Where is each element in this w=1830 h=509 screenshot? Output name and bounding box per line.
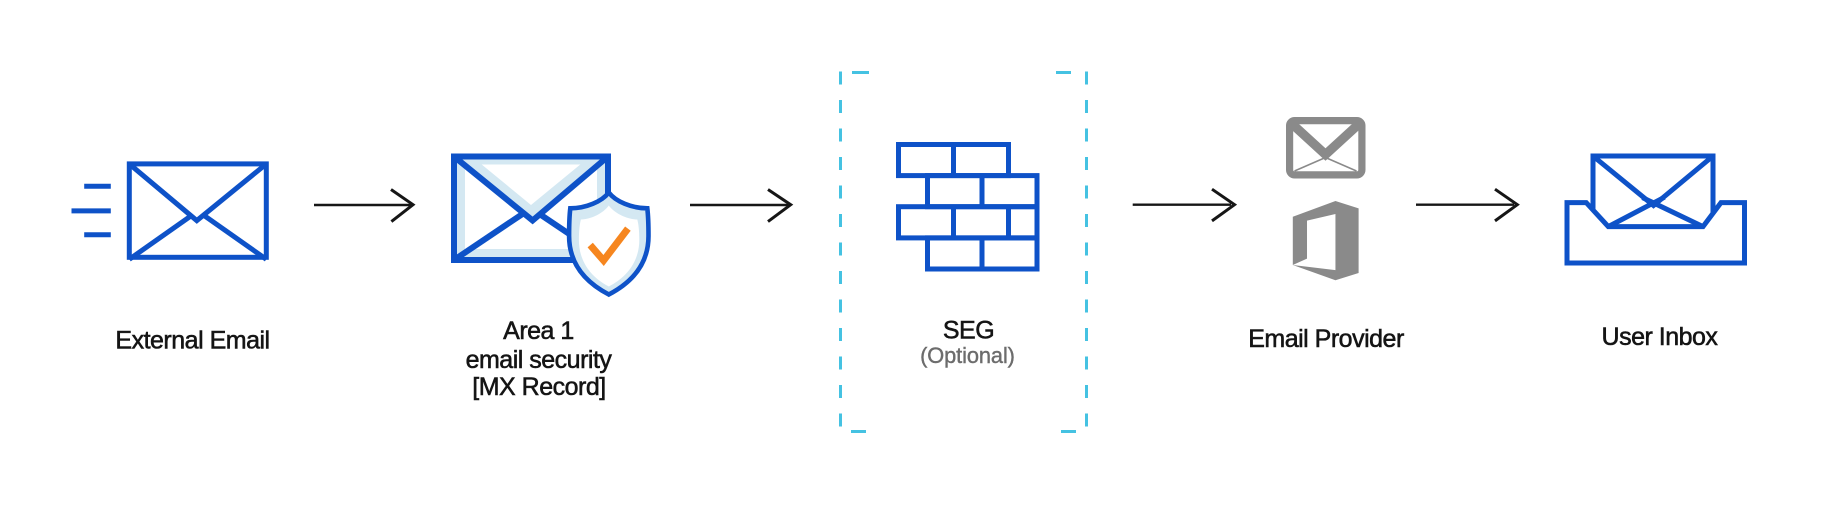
svg-text:External Email: External Email bbox=[115, 327, 269, 355]
svg-text:Email Provider: Email Provider bbox=[1248, 325, 1404, 353]
svg-text:Area 1: Area 1 bbox=[503, 317, 574, 345]
svg-text:(Optional): (Optional) bbox=[920, 343, 1015, 368]
svg-text:email security: email security bbox=[466, 346, 613, 374]
svg-text:[MX Record]: [MX Record] bbox=[472, 373, 605, 401]
svg-text:User Inbox: User Inbox bbox=[1602, 323, 1719, 351]
svg-text:SEG: SEG bbox=[943, 317, 994, 345]
